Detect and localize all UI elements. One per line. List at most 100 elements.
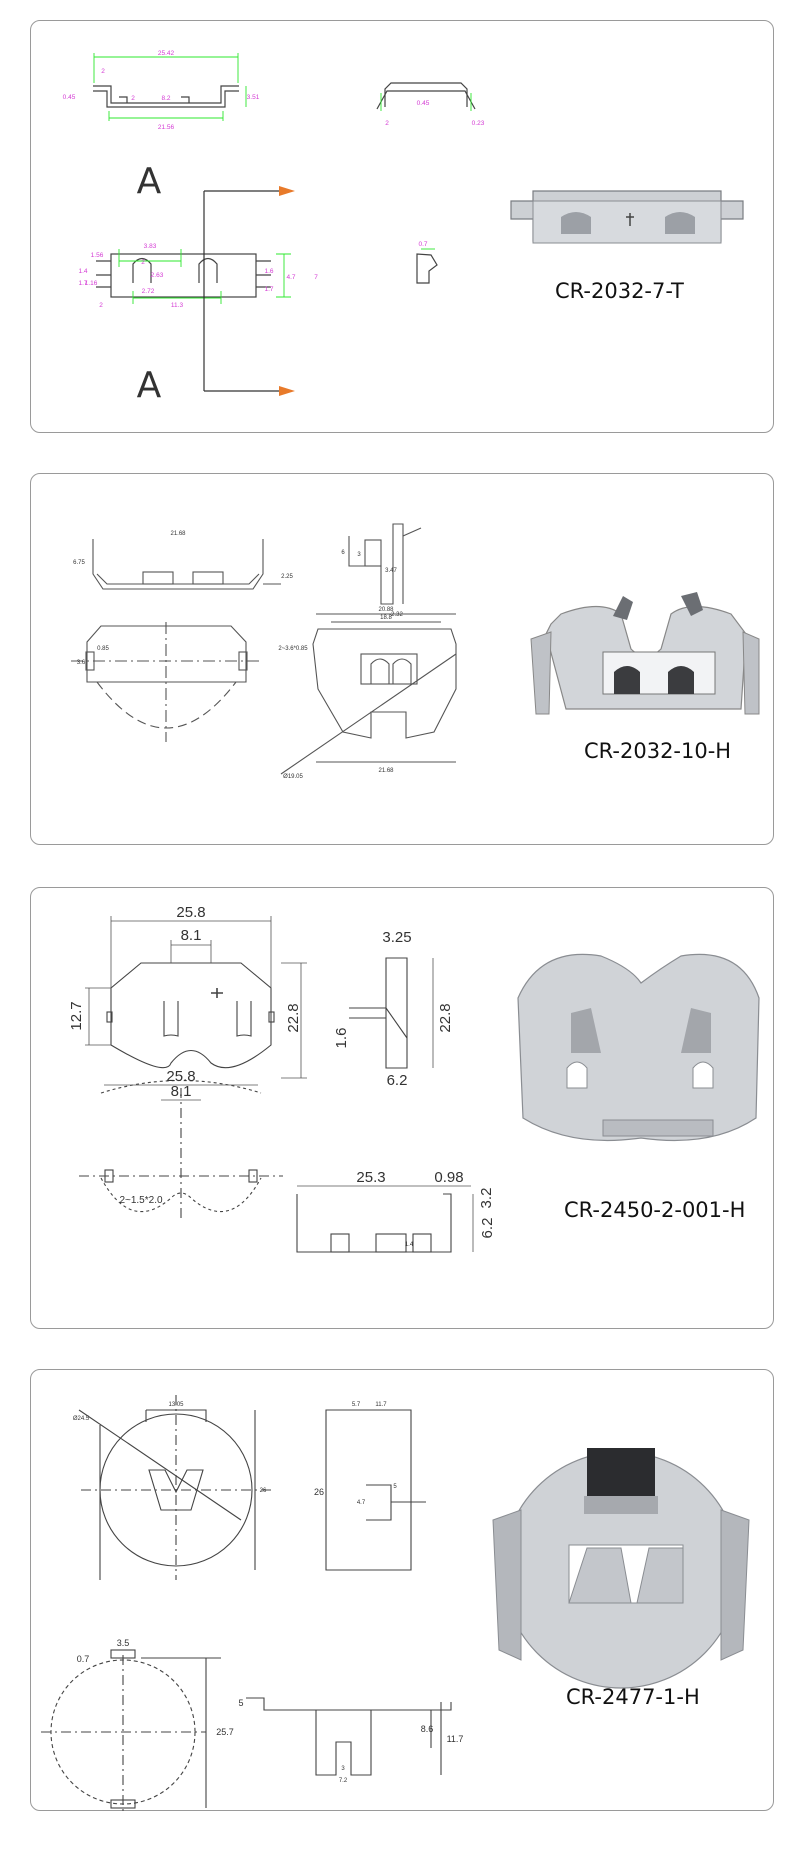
dim-dia: Ø19.05: [283, 774, 303, 780]
clip-view-outline: [416, 253, 438, 284]
dim-plan-notch: 8.1: [171, 1083, 192, 1100]
dim-height: 3.51: [247, 94, 260, 101]
dim-dia: Ø24.5: [73, 1416, 90, 1422]
dim-side-step: 2: [385, 120, 389, 127]
dim-right-h2: 4.7: [286, 274, 295, 281]
model-caption: CR-2450-2-001-H: [564, 1198, 746, 1222]
technical-drawing: 13.05 Ø24.5 26 5.7 11.7 26 5 4.7 0.7 3.5…: [41, 1395, 750, 1812]
section-letter-bottom: A: [137, 365, 162, 406]
dim-side-right: 0.23: [472, 120, 485, 127]
product-panel-cr-2450-2-001-h: 25.8 8.1 12.7 22.8 3.25 22.8 1.6 6.2 25.…: [30, 887, 774, 1329]
dim-right-h3: 7: [314, 274, 318, 281]
front-bottom-outline: [296, 1193, 452, 1253]
dim-outer: 20.88: [378, 607, 394, 613]
dim-height: 22.8: [285, 1003, 302, 1032]
dim-clip: 0.7: [418, 241, 427, 248]
dim-side-top: 3.25: [382, 929, 411, 946]
dim-top-width: 21.68: [170, 531, 186, 537]
model-caption: CR-2477-1-H: [566, 1685, 700, 1709]
dim-left-h1: 1.56: [91, 252, 104, 259]
product-photo: [492, 1448, 750, 1689]
dim-side-height: 22.8: [437, 1003, 454, 1032]
dim-plan-thickness: 0.7: [77, 1654, 90, 1664]
dim-hole-a: 0.85: [97, 646, 109, 652]
dim-top: 13.05: [168, 1402, 184, 1408]
side-view-outline: [348, 523, 404, 605]
dim-height: 6.75: [73, 560, 85, 566]
side-view-outline: [385, 957, 408, 1069]
front-view-outline: [93, 85, 239, 104]
dim-side-base: 6.2: [387, 1072, 408, 1089]
dim-inner: 18.8: [380, 615, 392, 621]
dim-lip: 2: [101, 68, 105, 75]
dim-front-h2: 6.2: [479, 1218, 496, 1239]
dim-right-h1: 1.6: [264, 268, 273, 275]
product-panel-cr-2477-1-h: 13.05 Ø24.5 26 5.7 11.7 26 5 4.7 0.7 3.5…: [30, 1369, 774, 1812]
model-caption: CR-2032-10-H: [584, 739, 732, 763]
model-caption: CR-2032-7-T: [555, 279, 684, 303]
dim-overall-width: 25.42: [158, 50, 175, 57]
dim-side-s: 3: [357, 552, 361, 558]
section-letter-top: A: [137, 161, 162, 202]
dim-slot-height: 2.63: [151, 272, 164, 279]
dim-left-h3: 1.16: [85, 280, 98, 287]
dim-notch: 8.1: [181, 927, 202, 944]
dim-front-b: 8.6: [421, 1724, 434, 1734]
dim-front-thickness: 0.98: [434, 1169, 463, 1186]
dim-side-b: 11.7: [375, 1402, 387, 1408]
dim-side-b: 2.32: [391, 612, 403, 618]
dim-foot: 2.25: [281, 574, 293, 580]
technical-drawing: 21.68 6.75 2.25 6 3 3.47 2.32 2~3.6*0.85…: [71, 523, 760, 780]
dim-side-a: 5.7: [352, 1402, 361, 1408]
dim-left-w: 2: [99, 302, 103, 309]
dim-foot-gap: 2: [131, 95, 135, 102]
front-view-outline: [92, 539, 264, 590]
dim-tab: 0.45: [63, 94, 76, 101]
dim-plan-width: 3.5: [117, 1638, 130, 1648]
dim-front-d: 3: [341, 1766, 345, 1772]
dim-front-tab: 1.4: [405, 1242, 414, 1248]
dim-plan-height: 25.7: [216, 1727, 234, 1737]
dim-side-height: 26: [314, 1487, 324, 1497]
technical-drawing: 25.8 8.1 12.7 22.8 3.25 22.8 1.6 6.2 25.…: [68, 904, 760, 1253]
front-bottom-outline: [246, 1697, 452, 1711]
dim-hole-b: 3.6: [77, 660, 86, 666]
dim-side-s: 4.7: [357, 1500, 366, 1506]
side-view-outline: [325, 1409, 412, 1571]
dim-side-tab: 1.6: [333, 1028, 350, 1049]
plan-view-outline: [100, 1080, 262, 1094]
dim-plan-hole: 2~1.5*2.0: [119, 1195, 163, 1206]
dim-front-width: 25.3: [356, 1169, 385, 1186]
plan-view-right-outline: [312, 628, 457, 739]
dim-left-h4: 1.7: [78, 280, 87, 287]
dim-center: 8.2: [161, 95, 170, 102]
dimension-lines: [93, 53, 472, 304]
dim-side-g: 3.47: [385, 568, 397, 574]
dim-circle-height: 26: [260, 1488, 267, 1494]
dim-slot-width: 3.83: [144, 243, 157, 250]
product-photo: [530, 592, 760, 715]
dim-side-h: 6: [341, 550, 345, 556]
dim-front-h1: 3.2: [478, 1188, 495, 1209]
side-view-outline: [384, 82, 468, 107]
dim-hole: 2~3.6*0.85: [278, 646, 308, 652]
product-panel-cr-2032-7-t: 25.42 2 2 8.2 3.51 0.45 21.56 2 0.45 0.2…: [30, 20, 774, 433]
dim-side-offset: 0.45: [417, 100, 430, 107]
dim-pitch: 11.3: [171, 302, 184, 309]
product-panel-cr-2032-10-h: 21.68 6.75 2.25 6 3 3.47 2.32 2~3.6*0.85…: [30, 473, 774, 845]
dim-right-h4: 1.7: [264, 286, 273, 293]
plan-view-outline: [86, 625, 247, 683]
dim-bottom: 21.68: [378, 768, 394, 774]
dim-base-width: 21.56: [158, 124, 175, 131]
section-arrows: [203, 186, 295, 396]
product-photo: [517, 953, 760, 1142]
dim-left-height: 12.7: [68, 1001, 85, 1030]
dim-slot-bottom: 2.72: [142, 288, 155, 295]
product-photo: [510, 190, 744, 244]
dim-slot-r: 2: [141, 259, 145, 266]
dim-front-a: 5: [238, 1698, 243, 1708]
dim-width: 25.8: [176, 904, 205, 921]
dim-plan-width: 25.8: [166, 1068, 195, 1085]
front-view-outline: [110, 962, 272, 1069]
dim-side-t: 5: [393, 1484, 397, 1490]
